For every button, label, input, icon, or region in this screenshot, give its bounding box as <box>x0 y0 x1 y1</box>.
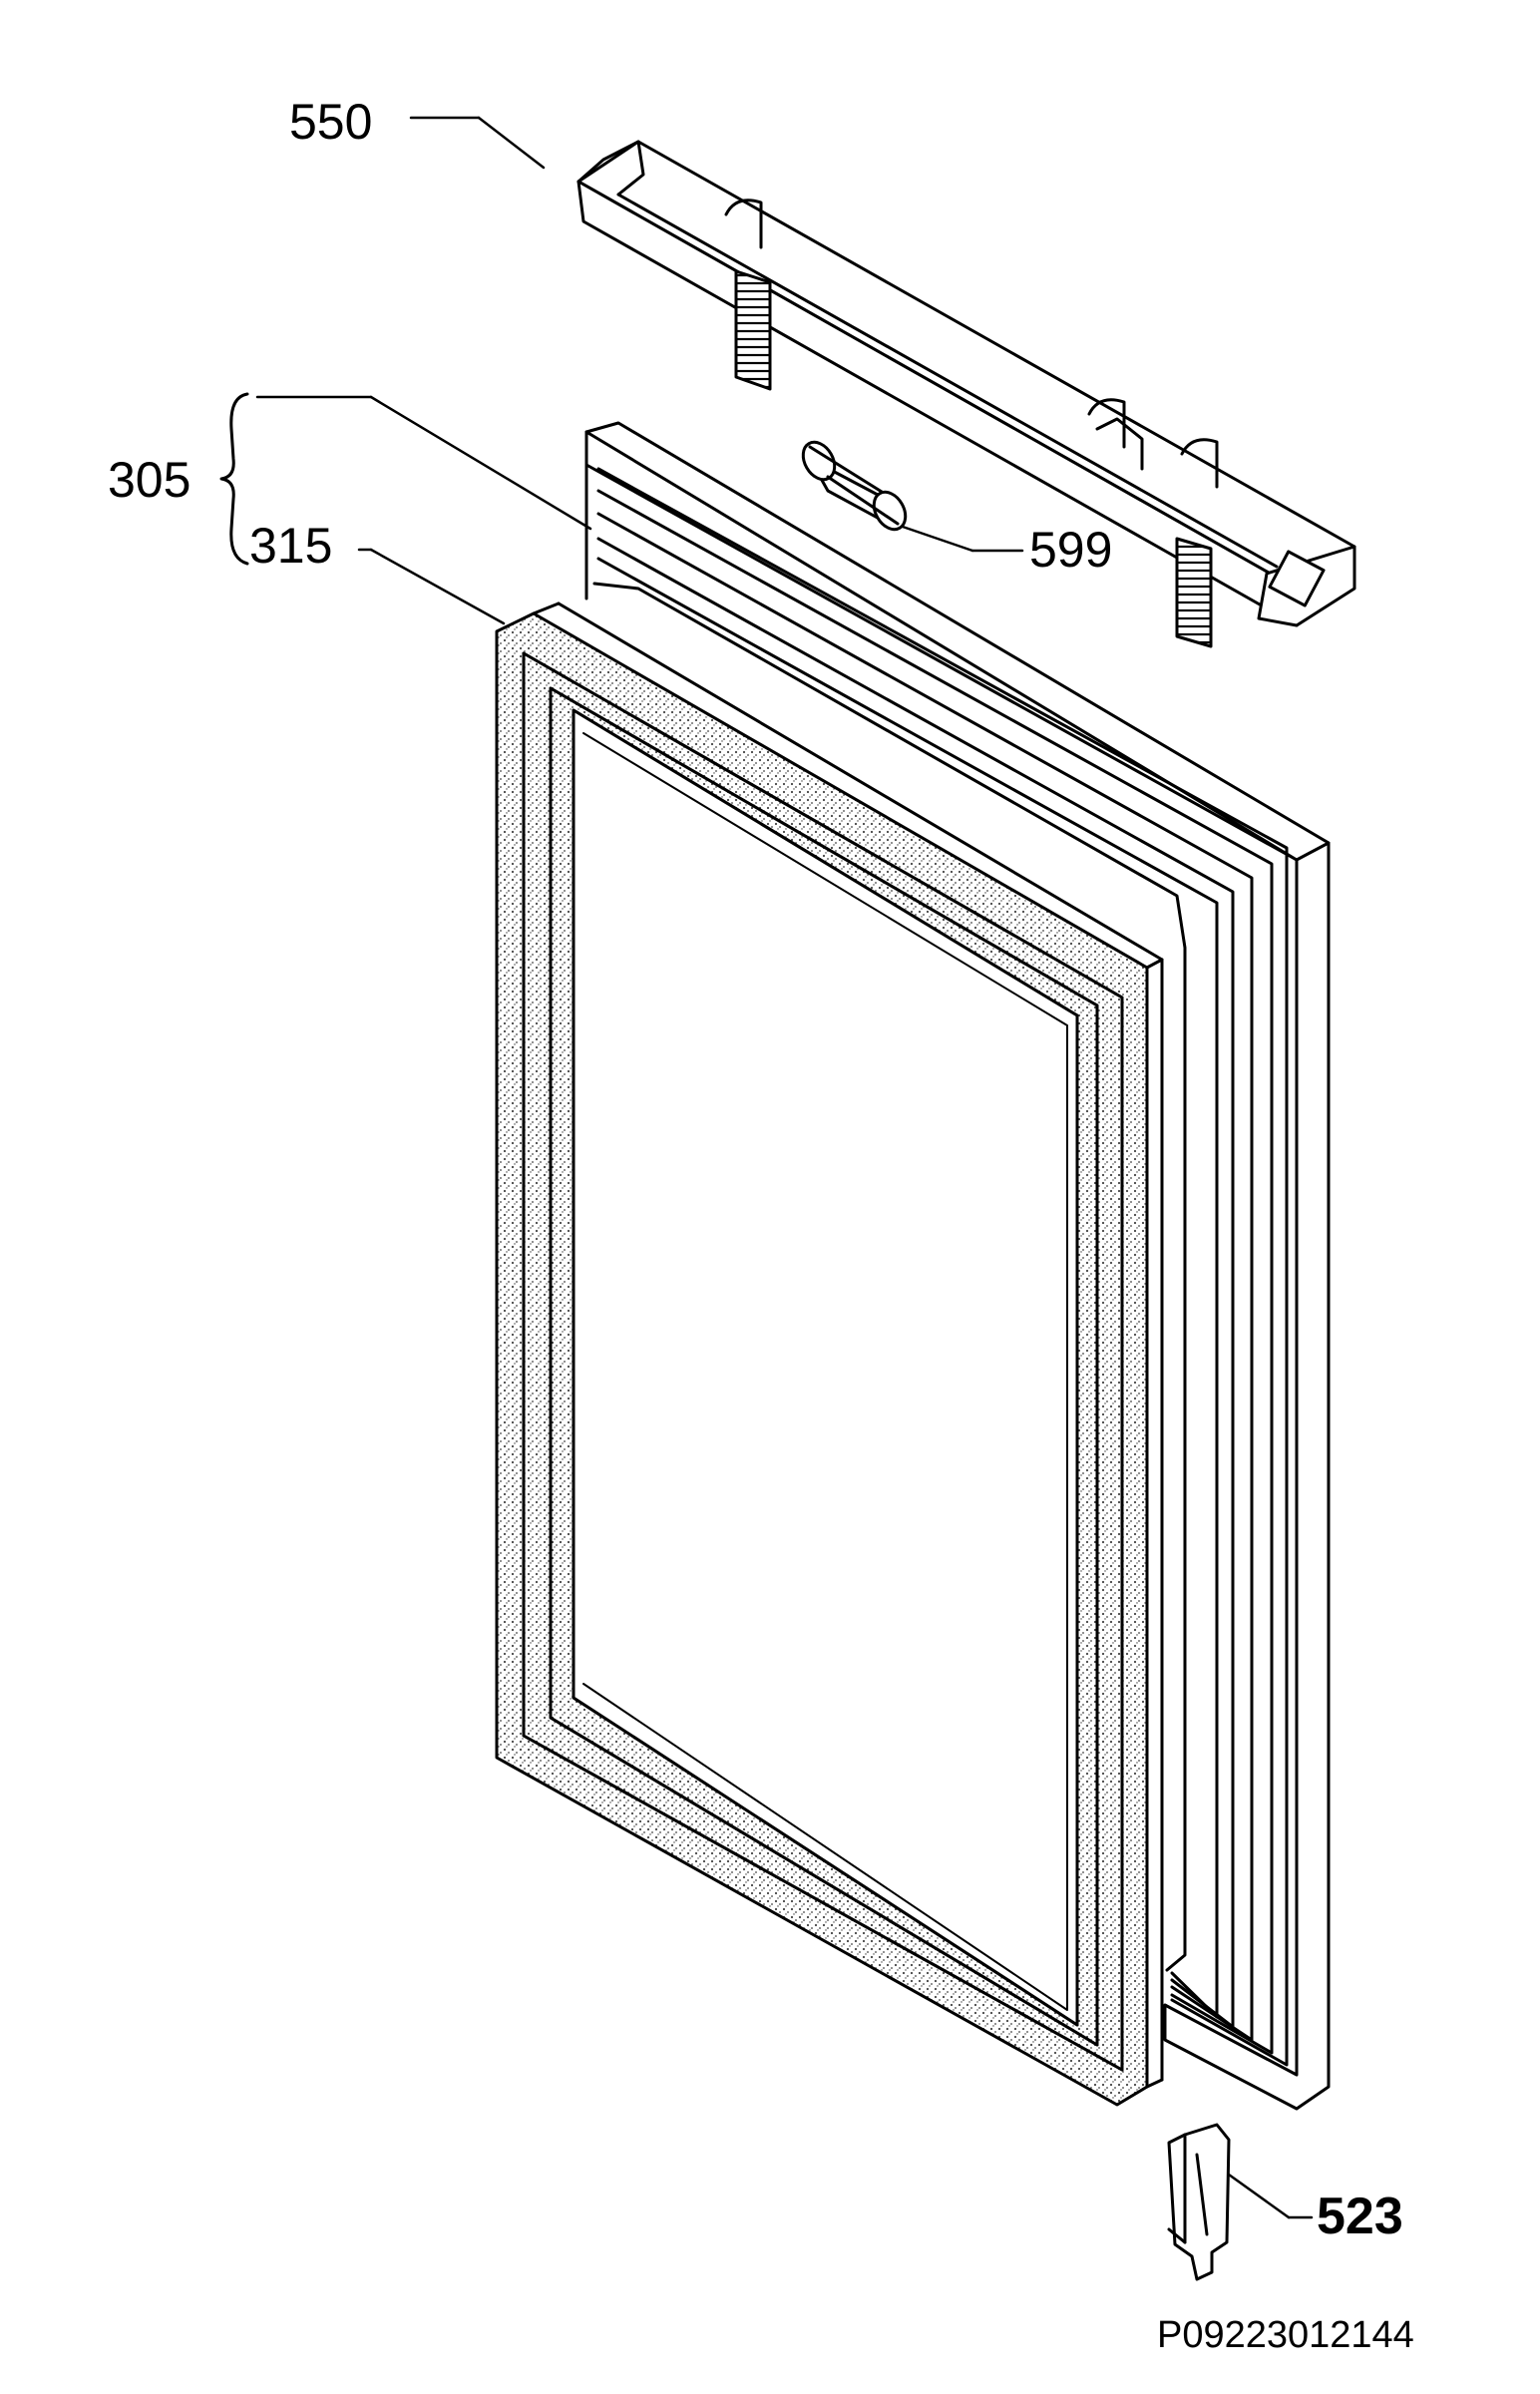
clip-part <box>1167 2123 1231 2281</box>
drawing-code: P09223012144 <box>1157 2314 1414 2356</box>
door-handle-part <box>577 140 1356 648</box>
label-599: 599 <box>1029 522 1113 578</box>
door-gasket-part <box>495 601 1164 2107</box>
label-305: 305 <box>108 452 192 508</box>
label-315: 315 <box>249 518 333 574</box>
label-523: 523 <box>1317 2188 1403 2245</box>
hinge-pin-part <box>801 440 908 532</box>
group-brace <box>219 392 249 566</box>
door-frame-part <box>584 421 1331 2111</box>
leader-lines <box>255 116 1314 2219</box>
label-550: 550 <box>289 94 373 150</box>
